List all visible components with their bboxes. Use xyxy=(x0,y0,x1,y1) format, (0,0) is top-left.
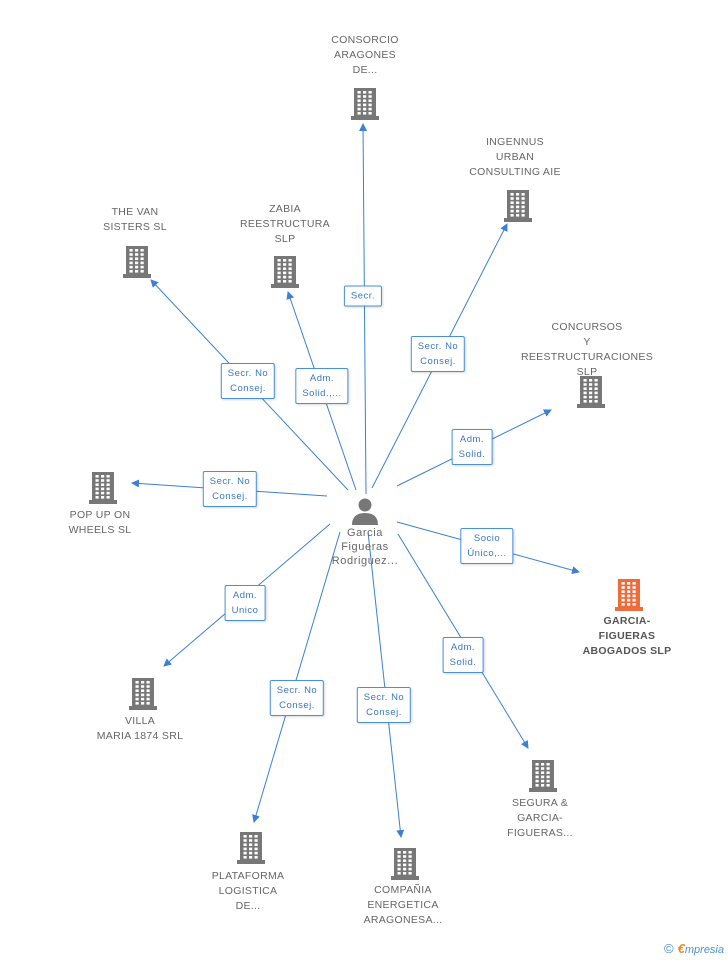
person-name: Garcia Figueras Rodriguez... xyxy=(331,527,399,567)
relation-badge[interactable]: Adm. Solid. xyxy=(442,637,484,673)
company-name: POP UP ON WHEELS SL xyxy=(68,509,132,536)
company-icon-wrap-2[interactable] xyxy=(62,244,212,278)
company-label-wrap-8[interactable]: SEGURA & GARCIA- FIGUERAS... xyxy=(465,796,615,841)
company-icon-wrap-10[interactable] xyxy=(330,846,480,880)
company-label-wrap-0[interactable]: CONSORCIO ARAGONES DE... xyxy=(290,33,440,78)
relation-badge[interactable]: Secr. No Consej. xyxy=(202,471,258,507)
relation-edge xyxy=(367,531,405,838)
relation-badge[interactable]: Secr. No Consej. xyxy=(410,336,466,372)
company-name: INGENNUS URBAN CONSULTING AIE xyxy=(469,136,561,178)
brand-initial: € xyxy=(677,941,685,956)
relation-badge[interactable]: Adm. Solid. xyxy=(451,429,493,465)
company-label-wrap-3[interactable]: ZABIA REESTRUCTURA SLP xyxy=(210,202,360,247)
copyright-symbol: © xyxy=(664,941,674,956)
brand-logo: ©€mpresia xyxy=(664,941,724,956)
relation-edge xyxy=(252,531,341,823)
company-name: ZABIA REESTRUCTURA SLP xyxy=(240,203,330,245)
building-icon xyxy=(129,678,157,710)
building-icon xyxy=(351,88,379,120)
building-icon xyxy=(615,579,643,611)
company-name: THE VAN SISTERS SL xyxy=(103,206,167,233)
company-icon-wrap-7[interactable] xyxy=(68,676,218,710)
company-name: SEGURA & GARCIA- FIGUERAS... xyxy=(507,797,573,839)
company-name: PLATAFORMA LOGISTICA DE... xyxy=(211,870,285,912)
relation-badge[interactable]: Secr. No Consej. xyxy=(356,687,412,723)
relation-badge[interactable]: Adm. Solid.,... xyxy=(295,368,349,404)
relation-badge[interactable]: Socio Único,... xyxy=(460,528,514,564)
company-label-wrap-7[interactable]: VILLA MARIA 1874 SRL xyxy=(65,714,215,744)
company-icon-wrap-0[interactable] xyxy=(290,86,440,120)
building-icon xyxy=(577,376,605,408)
relation-badge[interactable]: Secr. xyxy=(343,285,383,307)
person-node[interactable]: Garcia Figueras Rodriguez... xyxy=(305,496,425,568)
relation-edge xyxy=(359,123,368,495)
company-icon-wrap-9[interactable] xyxy=(176,830,326,864)
company-label-wrap-4[interactable]: CONCURSOS Y REESTRUCTURACIONES SLP xyxy=(512,320,662,380)
building-icon xyxy=(391,848,419,880)
company-name: CONCURSOS Y REESTRUCTURACIONES SLP xyxy=(521,321,653,378)
building-icon xyxy=(504,190,532,222)
company-icon-wrap-5[interactable] xyxy=(28,470,178,504)
company-label-wrap-6[interactable]: GARCIA- FIGUERAS ABOGADOS SLP xyxy=(552,614,702,659)
relation-badge[interactable]: Secr. No Consej. xyxy=(220,363,276,399)
relation-badge[interactable]: Secr. No Consej. xyxy=(269,680,325,716)
relation-badge[interactable]: Adm. Unico xyxy=(224,585,266,621)
company-icon-wrap-6[interactable] xyxy=(554,577,704,611)
company-icon-wrap-4[interactable] xyxy=(516,374,666,408)
company-label-wrap-9[interactable]: PLATAFORMA LOGISTICA DE... xyxy=(173,869,323,914)
company-icon-wrap-3[interactable] xyxy=(210,254,360,288)
building-icon xyxy=(89,472,117,504)
building-icon xyxy=(529,760,557,792)
brand-text: mpresia xyxy=(684,944,724,956)
building-icon xyxy=(237,832,265,864)
company-name: GARCIA- FIGUERAS ABOGADOS SLP xyxy=(582,615,672,657)
company-label-wrap-10[interactable]: COMPAÑIA ENERGETICA ARAGONESA... xyxy=(328,883,478,928)
company-name: CONSORCIO ARAGONES DE... xyxy=(331,34,399,76)
company-label-wrap-2[interactable]: THE VAN SISTERS SL xyxy=(60,205,210,235)
building-icon xyxy=(271,256,299,288)
company-label-wrap-1[interactable]: INGENNUS URBAN CONSULTING AIE xyxy=(440,135,590,180)
company-icon-wrap-8[interactable] xyxy=(468,758,618,792)
building-icon xyxy=(123,246,151,278)
company-name: VILLA MARIA 1874 SRL xyxy=(96,715,184,742)
company-label-wrap-5[interactable]: POP UP ON WHEELS SL xyxy=(25,508,175,538)
company-icon-wrap-1[interactable] xyxy=(443,188,593,222)
person-icon xyxy=(352,498,378,525)
company-name: COMPAÑIA ENERGETICA ARAGONESA... xyxy=(363,884,443,926)
